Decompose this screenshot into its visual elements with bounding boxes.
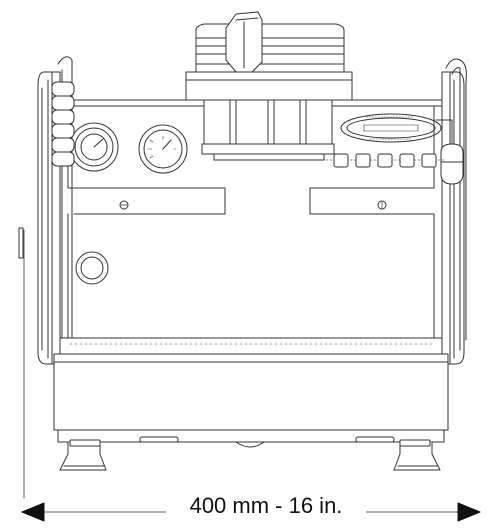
left-foot	[59, 439, 107, 471]
right-indicator-icon	[377, 200, 387, 210]
right-foot	[393, 439, 441, 471]
drip-tray	[53, 337, 449, 431]
portafilter-handle	[225, 11, 263, 73]
left-side-knob	[18, 227, 24, 259]
width-dimension-line	[21, 502, 481, 522]
right-steam-wand	[435, 58, 467, 341]
left-indicator-icon	[119, 200, 129, 210]
button-row	[325, 153, 445, 168]
left-steam-wand	[51, 56, 75, 339]
group-head	[185, 23, 353, 161]
round-switch	[75, 251, 109, 285]
right-pressure-gauge	[138, 124, 188, 174]
display-panel	[340, 113, 442, 143]
right-side-panel	[441, 71, 465, 365]
machine-base	[57, 429, 445, 448]
dimension-label: 400 mm - 16 in.	[166, 491, 366, 521]
